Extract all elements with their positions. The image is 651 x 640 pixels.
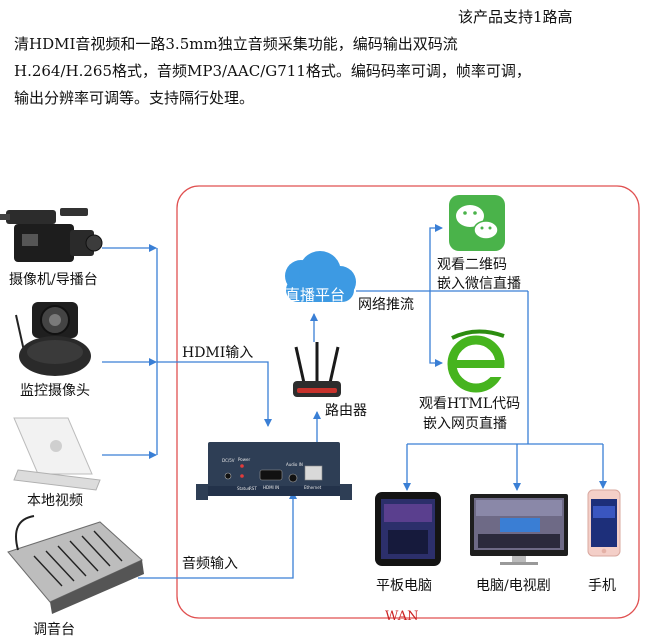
html-label-2: 嵌入网页直播 <box>423 416 507 432</box>
monitor-icon <box>470 494 568 565</box>
platform-label: 直播平台 <box>285 286 346 304</box>
video-camera-icon <box>0 208 103 262</box>
audio-input-label: 音频输入 <box>182 556 238 572</box>
mixer-icon <box>7 515 144 614</box>
tablet-icon <box>375 492 441 566</box>
html-label-1: 观看HTML代码 <box>419 396 521 412</box>
wan-label: WAN <box>385 609 419 624</box>
port-label-dc: DC/5V <box>222 458 235 463</box>
phone-icon <box>587 489 621 557</box>
ie-browser-icon <box>447 329 505 393</box>
wechat-branch <box>429 224 443 291</box>
intro-line-4: 输出分辨率可调等。支持隔行处理。 <box>14 89 255 107</box>
wechat-label-2: 嵌入微信直播 <box>437 276 521 292</box>
port-label-hdmi: HDMI IN <box>263 485 279 490</box>
phone-label: 手机 <box>588 578 616 594</box>
audio-input-line <box>138 491 297 579</box>
intro-line-2: 清HDMI音视频和一路3.5mm独立音频采集功能，编码输出双码流 <box>14 35 458 53</box>
port-label-audio: Audio IN <box>286 462 303 467</box>
ethernet-port <box>304 465 323 481</box>
port-label-ethernet: Ethernet <box>304 485 322 490</box>
intro-line-1: 该产品支持1路高 <box>458 8 573 26</box>
encoder-device <box>196 442 352 500</box>
port-label-rst: RST <box>249 486 257 491</box>
wan-boundary <box>176 185 640 619</box>
hdmi-input-label: HDMI输入 <box>182 345 254 361</box>
html-branch <box>429 291 443 367</box>
connection-lines <box>102 224 607 579</box>
cctv-label: 监控摄像头 <box>20 383 90 399</box>
pc-tv-label: 电脑/电视剧 <box>476 578 551 594</box>
push-stream-label: 网络推流 <box>358 297 414 313</box>
router-icon <box>293 342 341 397</box>
intro-line-3: H.264/H.265格式，音频MP3/AAC/G711格式。编码码率可调，帧率… <box>14 62 531 80</box>
port-label-status: Status <box>237 486 250 491</box>
camera-label: 摄像机/导播台 <box>9 272 98 288</box>
cloud-platform-icon <box>285 251 356 302</box>
audio-port <box>288 473 298 483</box>
local-video-label: 本地视频 <box>27 493 83 509</box>
hdmi-input-line <box>157 361 272 427</box>
hdmi-port <box>259 469 283 481</box>
router-label: 路由器 <box>325 403 367 419</box>
wechat-icon <box>449 195 505 251</box>
port-label-power: Power <box>238 457 250 462</box>
mixer-label: 调音台 <box>33 622 75 638</box>
tablet-label: 平板电脑 <box>376 578 432 594</box>
wechat-label-1: 观看二维码 <box>437 257 507 273</box>
cctv-camera-icon <box>15 302 91 376</box>
laptop-icon <box>13 417 101 491</box>
